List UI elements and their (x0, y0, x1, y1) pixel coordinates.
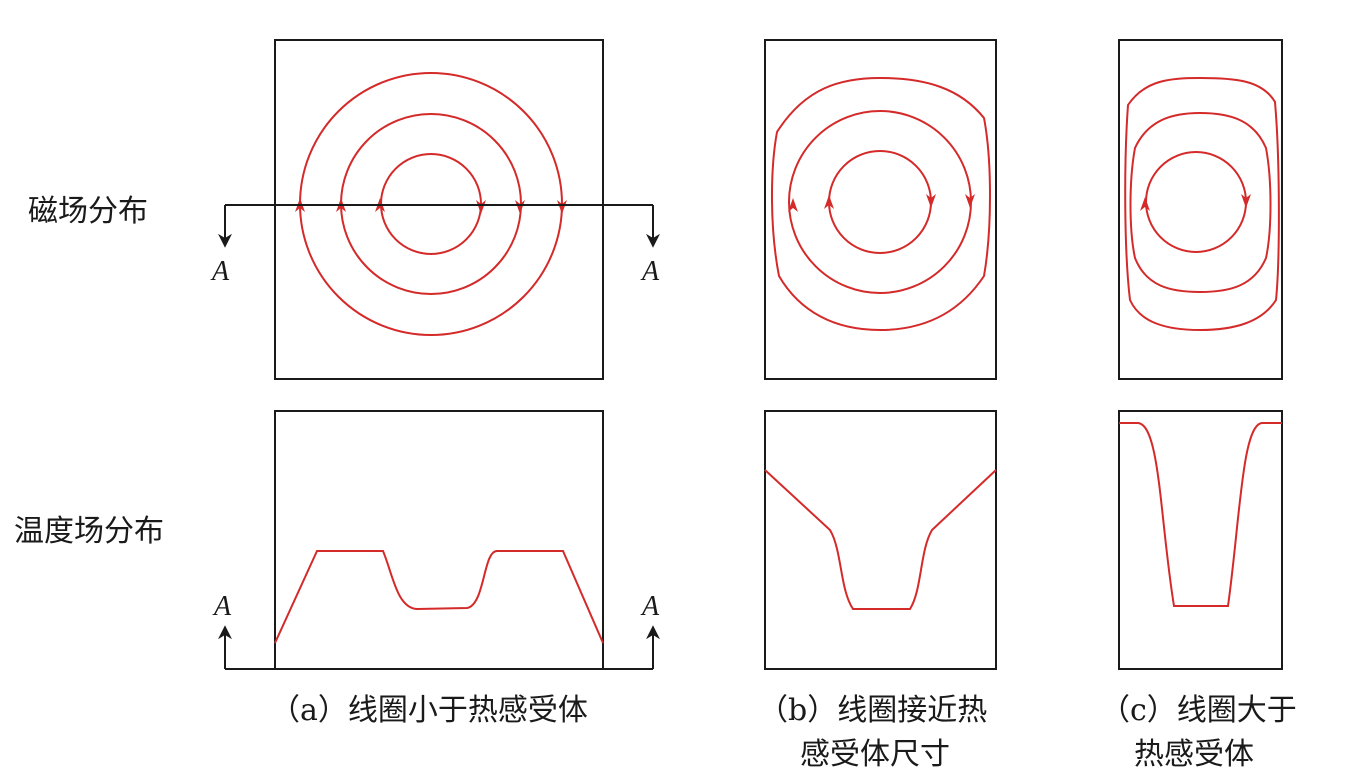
panel-a-temperature-curve (274, 550, 604, 644)
panel-c-magnetic-frame (1118, 39, 1283, 380)
panel-b-field-arrows (788, 194, 975, 212)
caption-b-line1: （b）线圈接近热 (758, 693, 987, 728)
caption-c-line2: 热感受体 (1134, 737, 1254, 772)
panel-c-temperature-frame (1118, 410, 1283, 670)
section-mark-right-top: A (640, 256, 660, 287)
panel-c-field-loop-middle (1129, 111, 1272, 294)
panel-c-temperature-curve (1119, 422, 1282, 607)
panel-a-magnetic-frame (274, 39, 604, 380)
panel-b-magnetic-frame (764, 39, 997, 380)
panel-b-field-loop-middle (788, 110, 972, 294)
caption-c-line1: （c）线圈大于 (1100, 693, 1297, 728)
panel-c-field-loop-inner (1145, 151, 1247, 253)
panel-b-field-loop-inner (828, 150, 932, 254)
section-mark-left-top: A (210, 256, 230, 287)
panel-c-field-arrows (1140, 194, 1251, 211)
panel-b-temperature-frame (764, 410, 997, 670)
row-label-magnetic: 磁场分布 (28, 194, 148, 229)
section-mark-left-bottom: A (212, 591, 232, 622)
panel-b-field-loop-outer (770, 76, 991, 332)
section-mark-right-bottom: A (640, 591, 660, 622)
panel-a-temperature-frame (274, 410, 604, 670)
panel-b-temperature-curve (764, 469, 997, 610)
row-label-temperature: 温度场分布 (14, 514, 164, 549)
caption-a-line1: （a）线圈小于热感受体 (270, 693, 588, 728)
caption-b-line2: 感受体尺寸 (800, 737, 950, 772)
panel-c-field-loop-outer (1124, 76, 1280, 332)
